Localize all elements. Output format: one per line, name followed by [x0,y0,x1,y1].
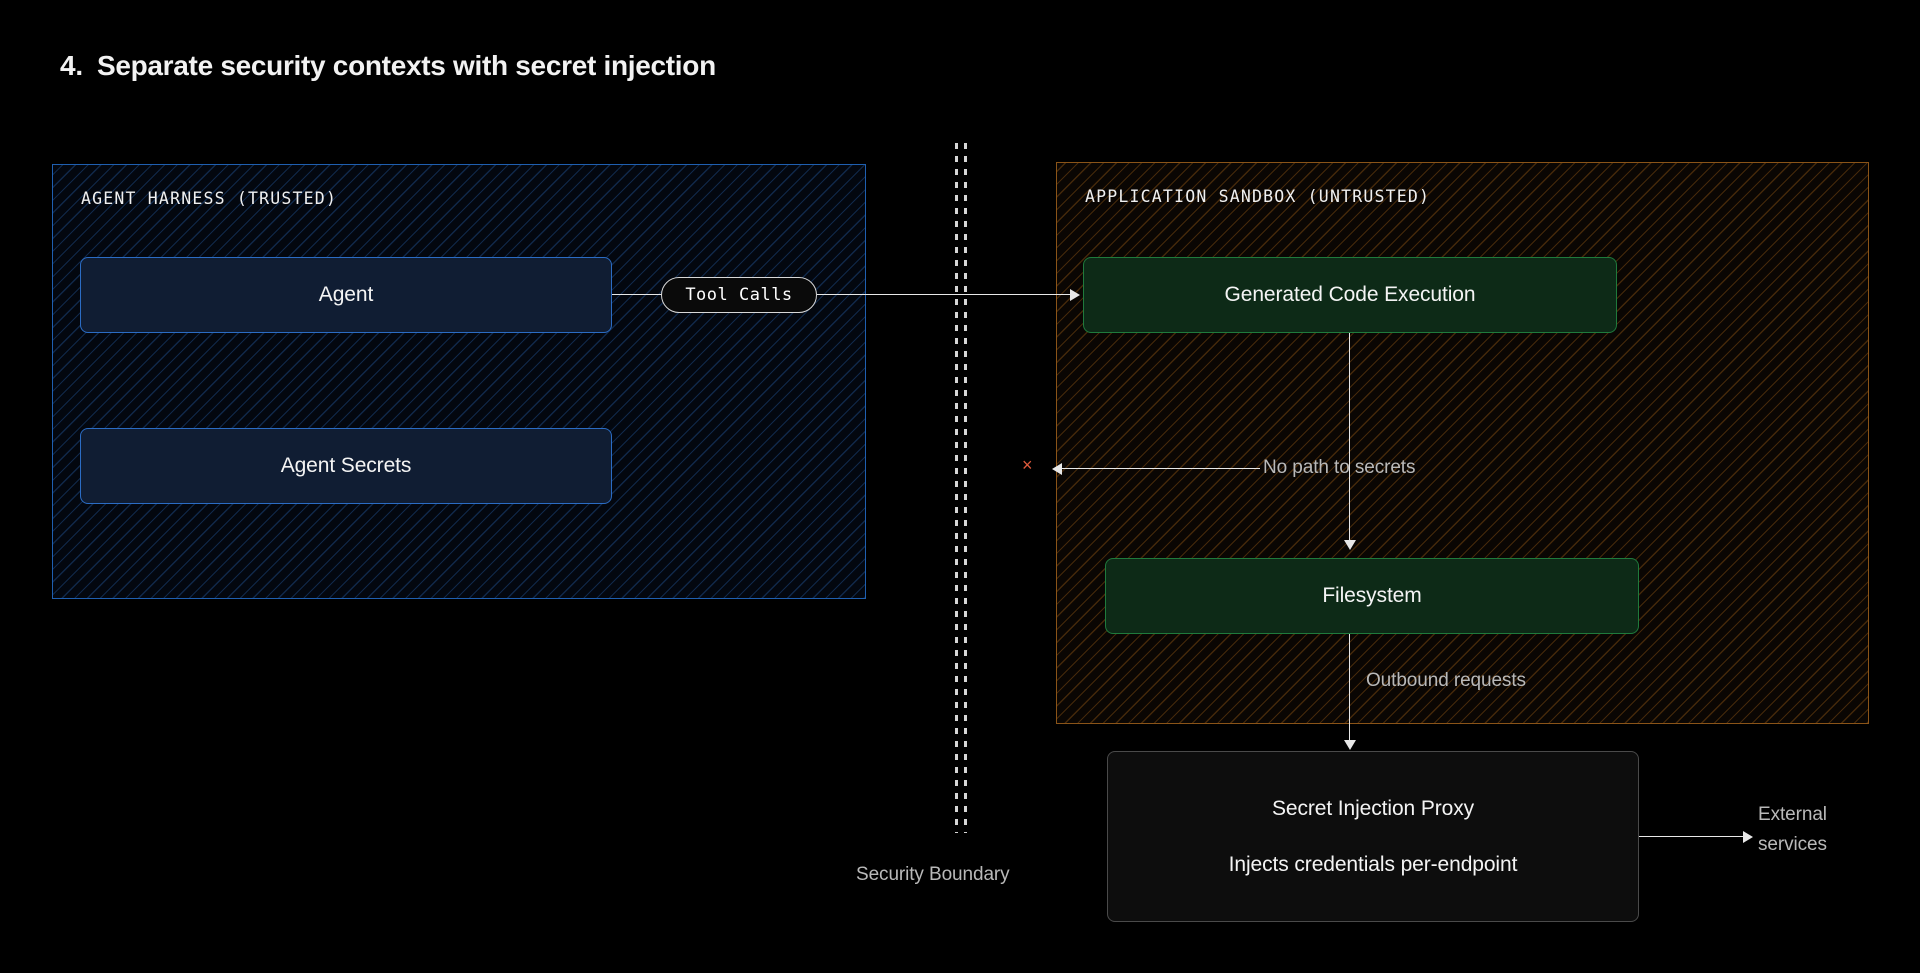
arrow-head-right-icon [1743,831,1753,843]
label-external-services: External services [1758,804,1827,856]
zone-application-sandbox-untrusted: APPLICATION SANDBOX (UNTRUSTED) [1056,162,1869,724]
zone-agent-harness-trusted: AGENT HARNESS (TRUSTED) [52,164,866,599]
edge-code-execution-to-filesystem [1349,333,1351,542]
page-title-number: 4. [60,50,83,81]
tool-calls-text: Tool Calls [685,285,793,305]
arrow-head-left-icon [1052,463,1062,475]
edge-label-tool-calls: Tool Calls [661,277,817,313]
node-secret-injection-proxy[interactable]: Secret Injection Proxy Injects credentia… [1107,751,1639,922]
edge-tool-calls-to-code-execution [817,294,1072,296]
edge-label-no-path-to-secrets: No path to secrets [1263,457,1416,478]
node-secret-injection-proxy-title: Secret Injection Proxy [1271,796,1475,820]
security-boundary-line-right [964,143,967,833]
arrow-head-right-icon [1070,289,1080,301]
edge-filesystem-to-proxy [1349,634,1351,742]
node-agent-label: Agent [318,283,374,306]
label-security-boundary: Security Boundary [856,864,1010,885]
node-filesystem[interactable]: Filesystem [1105,558,1639,634]
node-generated-code-execution[interactable]: Generated Code Execution [1083,257,1617,333]
node-agent[interactable]: Agent [80,257,612,333]
arrow-head-down-icon [1344,740,1356,750]
zone-label-untrusted: APPLICATION SANDBOX (UNTRUSTED) [1085,187,1431,206]
node-agent-secrets[interactable]: Agent Secrets [80,428,612,504]
security-boundary-line-left [955,143,958,833]
page-title: 4. Separate security contexts with secre… [60,50,716,82]
edge-no-path-to-secrets [1062,468,1260,470]
edge-label-outbound-requests: Outbound requests [1366,670,1526,691]
edge-agent-to-tool-calls [612,294,662,296]
arrow-head-down-icon [1344,540,1356,550]
page-title-text: Separate security contexts with secret i… [96,50,716,81]
node-agent-secrets-label: Agent Secrets [280,454,412,477]
node-generated-code-execution-label: Generated Code Execution [1224,283,1476,306]
node-secret-injection-proxy-subtitle: Injects credentials per-endpoint [1228,852,1518,876]
blocked-x-icon: × [1022,455,1033,475]
zone-label-trusted: AGENT HARNESS (TRUSTED) [81,189,338,208]
node-filesystem-label: Filesystem [1322,584,1422,607]
edge-proxy-to-external-services [1639,836,1745,838]
